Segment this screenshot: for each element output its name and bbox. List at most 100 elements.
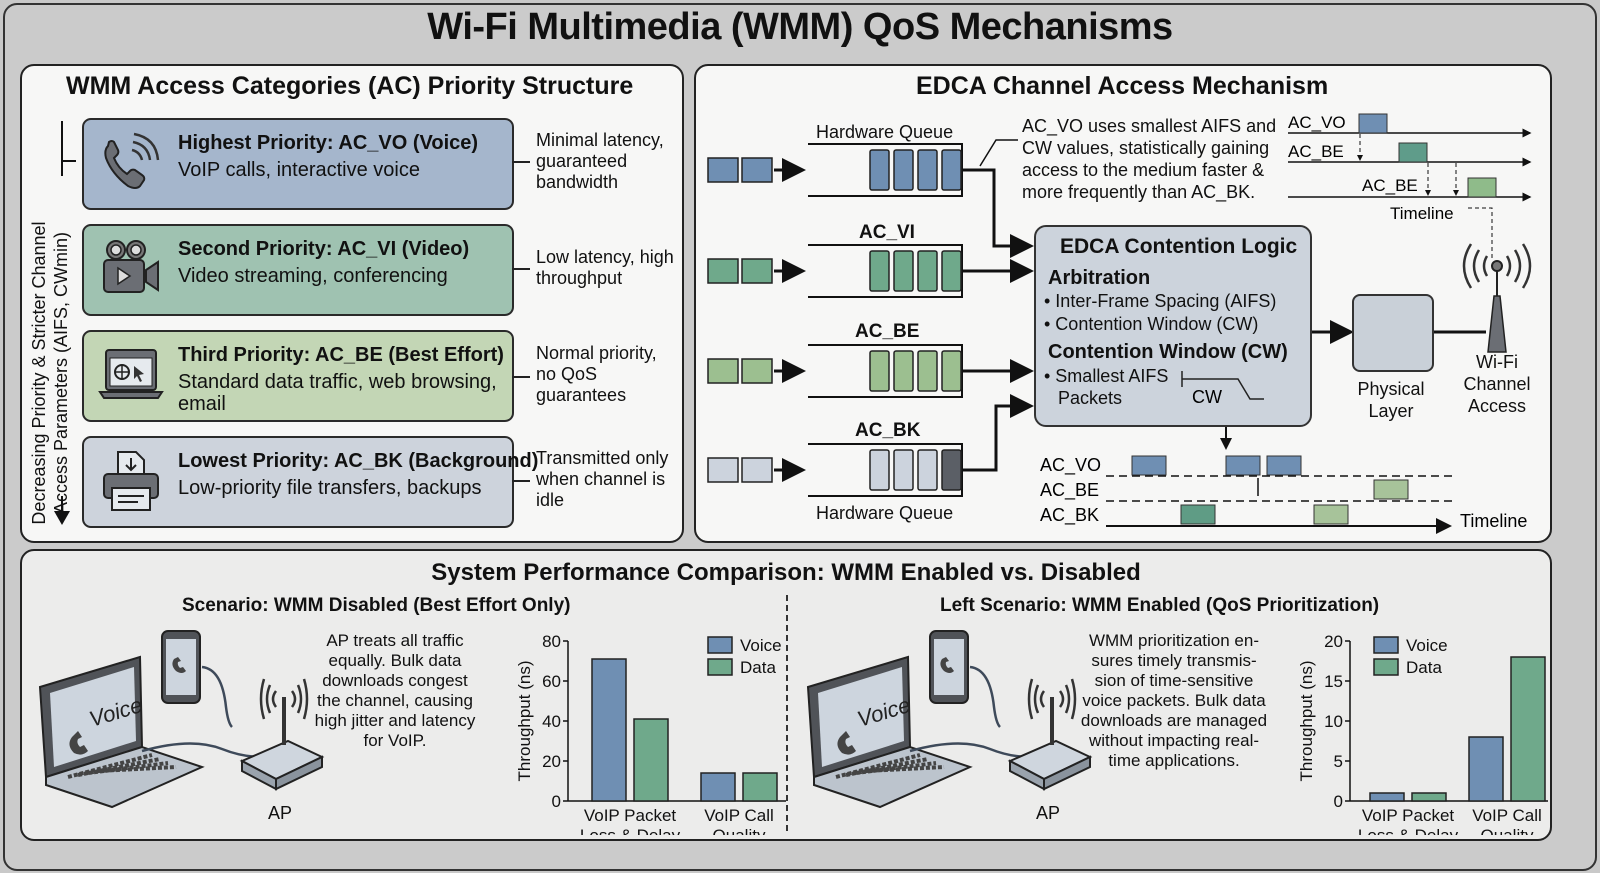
smartphone-icon <box>161 630 201 704</box>
queued-packet <box>941 449 962 491</box>
bar-data <box>1411 792 1447 802</box>
performance-panel: System Performance Comparison: WMM Enabl… <box>20 549 1552 841</box>
timeline-bk-packet <box>1180 504 1216 525</box>
queued-packet <box>869 149 890 191</box>
queued-packet <box>917 449 938 491</box>
legend-swatch <box>1373 636 1399 654</box>
incoming-packet <box>741 457 773 483</box>
bar-voice <box>591 658 627 802</box>
queued-packet <box>869 350 890 392</box>
y-tick-label: 40 <box>542 712 561 731</box>
ac-vi-title: Second Priority: AC_VI (Video) <box>178 238 470 260</box>
performance-title: System Performance Comparison: WMM Enabl… <box>431 559 1141 586</box>
mini-timeline-label: Timeline <box>1390 204 1454 223</box>
timeline-row-label: AC_BE <box>1040 480 1099 501</box>
x-tick-label: Quality <box>1481 826 1534 835</box>
antenna-tower-icon <box>1462 243 1532 353</box>
connector-line <box>512 480 530 482</box>
connection-line <box>909 742 1031 759</box>
queued-packet <box>917 250 938 292</box>
x-tick-label: Quality <box>713 826 766 835</box>
ac-bk-note: Transmitted only when channel is idle <box>536 448 669 510</box>
edca-logic-title: EDCA Contention Logic <box>1060 235 1298 258</box>
incoming-packet <box>741 358 773 384</box>
edca-callout: AC_VO uses smallest AIFS and CW values, … <box>1022 116 1277 202</box>
mini-row-label: AC_BE <box>1288 142 1344 161</box>
queue-ac-be <box>707 344 963 398</box>
phone-icon <box>69 731 88 755</box>
y-tick-label: 20 <box>542 752 561 771</box>
arbitration-heading: Arbitration <box>1048 267 1151 289</box>
priority-axis-label: Decreasing Priority & Stricter Channel A… <box>29 221 71 525</box>
phone-icon <box>837 731 856 755</box>
y-tick-label: 5 <box>1334 752 1343 771</box>
queued-packet <box>941 250 962 292</box>
access-point-icon <box>239 678 325 791</box>
bar-data <box>633 718 669 802</box>
queue-label-ac-vi: AC_VI <box>859 222 915 243</box>
ac-vo-note: Minimal latency, guaranteed bandwidth <box>536 130 664 192</box>
contention-timeline: AC_VO AC_BE AC_BK Timeline <box>1040 455 1527 534</box>
ac-bk-desc: Low-priority file transfers, backups <box>178 477 482 499</box>
video-camera-icon <box>103 240 159 293</box>
x-tick-label: VoIP Call <box>704 806 774 825</box>
ac-vi-card: Second Priority: AC_VI (Video) Video str… <box>82 224 514 316</box>
svg-text:CW: CW <box>1192 387 1222 407</box>
y-tick-label: 60 <box>542 672 561 691</box>
queued-packet <box>941 350 962 392</box>
x-tick-label: VoIP Packet <box>1362 806 1455 825</box>
connector-line <box>512 161 530 163</box>
incoming-packet <box>741 157 773 183</box>
edca-diagram: AC_VO AC_BE AC_BE Timeline AC_VO AC_BE A… <box>707 113 1532 534</box>
ac-bk-card: Lowest Priority: AC_BK (Background) Low-… <box>82 436 538 528</box>
mini-be-packet <box>1398 142 1428 163</box>
bar-voice <box>1468 736 1504 802</box>
queued-packet <box>917 149 938 191</box>
queue-ac-bk <box>707 443 963 497</box>
mini-timeline: AC_VO AC_BE AC_BE Timeline <box>1288 113 1532 260</box>
y-tick-label: 0 <box>1334 792 1343 811</box>
physical-layer-box <box>1352 294 1434 372</box>
incoming-packet <box>707 258 739 284</box>
x-tick-label: Loss & Delay <box>1358 826 1459 835</box>
physical-layer-label: Physical Layer <box>1357 379 1425 421</box>
bullet-smallest-aifs: • Smallest AIFS <box>1044 366 1169 386</box>
queue-label-ac-bk: AC_BK <box>855 420 921 441</box>
queue-ac-vo <box>707 143 963 197</box>
y-axis-label: Throughput (ns) <box>515 661 534 782</box>
bar-voice <box>700 772 736 802</box>
main-title: Wi-Fi Multimedia (WMM) QoS Mechanisms <box>427 6 1173 48</box>
laptop-icon <box>38 655 205 809</box>
y-tick-label: 80 <box>542 632 561 651</box>
edca-panel: EDCA Channel Access Mechanism <box>694 64 1552 543</box>
queued-packet <box>893 250 914 292</box>
scenario-disabled-text: AP treats all traffic equally. Bulk data… <box>314 631 476 750</box>
x-tick-label: Loss & Delay <box>580 826 681 835</box>
bullet-aifs: • Inter-Frame Spacing (AIFS) <box>1044 291 1277 311</box>
y-tick-label: 0 <box>552 792 561 811</box>
edca-title: EDCA Channel Access Mechanism <box>916 72 1329 100</box>
queued-packet <box>917 350 938 392</box>
timeline-vo-packet <box>1131 455 1167 476</box>
bar-voice <box>1369 792 1405 802</box>
timeline-label: Timeline <box>1460 511 1527 531</box>
phone-icon <box>104 132 160 189</box>
mini-row-label: AC_BE <box>1362 176 1418 195</box>
ac-vo-desc: VoIP calls, interactive voice <box>178 159 420 181</box>
queue-label-ac-be: AC_BE <box>855 321 920 342</box>
timeline-vo-packet <box>1225 455 1261 476</box>
access-categories-title: WMM Access Categories (AC) Priority Stru… <box>66 72 634 100</box>
ac-vo-card: Highest Priority: AC_VO (Voice) VoIP cal… <box>82 118 514 210</box>
phone-icon <box>172 657 186 673</box>
queued-packet <box>941 149 962 191</box>
connection-line <box>201 665 233 728</box>
legend-swatch <box>707 636 733 654</box>
ac-vi-desc: Video streaming, conferencing <box>178 265 448 287</box>
bar-data <box>742 772 778 802</box>
ac-vi-note: Low latency, high throughput <box>536 247 674 288</box>
queue-bk-route <box>962 394 1034 472</box>
scenario-enabled-title: Left Scenario: WMM Enabled (QoS Prioriti… <box>940 595 1380 616</box>
